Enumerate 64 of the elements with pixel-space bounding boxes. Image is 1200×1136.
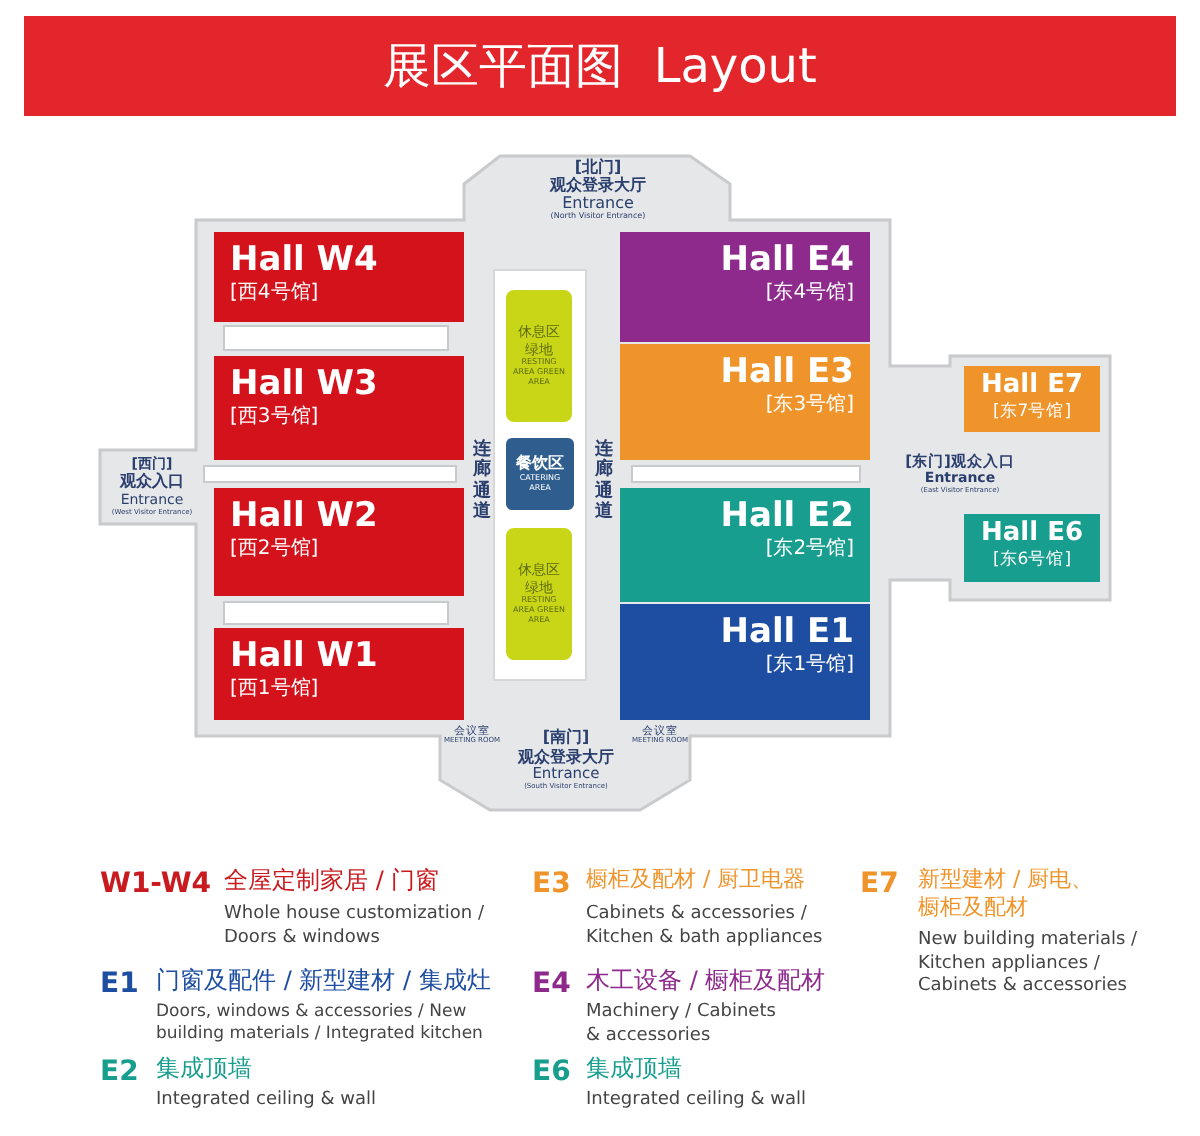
corridor-label: 连廊通道 (472, 440, 492, 523)
category-zh: 新型建材 / 厨电、橱柜及配材 (918, 866, 1096, 924)
hall-code: E6 (532, 1054, 571, 1091)
hall-name: Hall E6 (978, 518, 1086, 548)
hall-code: E3 (532, 866, 571, 903)
entrance-label: [南门] (542, 728, 590, 748)
category-zh: 集成顶墙 (586, 1054, 682, 1086)
resting-area (506, 528, 572, 660)
hall-subtitle: [东2号馆] (763, 538, 854, 562)
title: 展区平面图 Layout (383, 36, 817, 98)
hall-block (964, 514, 1100, 582)
hall-name: Hall W1 (230, 636, 380, 677)
hall-block (214, 232, 464, 322)
category-zh: 集成顶墙 (156, 1054, 252, 1086)
hall-subtitle: [西2号馆] (230, 538, 321, 562)
category-en: Integrated ceiling & wall (586, 1090, 809, 1114)
hall-block (214, 628, 464, 720)
category-zh: 全屋定制家居 / 门窗 (224, 866, 440, 898)
hall-name: Hall E4 (718, 240, 854, 281)
hall-subtitle: [东7号馆] (990, 400, 1074, 424)
hall-code: E2 (100, 1054, 139, 1091)
hall-subtitle: [东6号馆] (990, 548, 1074, 572)
hall-subtitle: [西4号馆] (230, 282, 321, 306)
category-zh: 门窗及配件 / 新型建材 / 集成灶 (156, 966, 491, 998)
hall-name: Hall W3 (230, 364, 380, 405)
hall-subtitle: [东3号馆] (763, 394, 854, 418)
hall-block (214, 488, 464, 596)
hall-name: Hall E1 (718, 612, 854, 653)
hall-block (620, 232, 870, 342)
hall-name: Hall E7 (978, 370, 1086, 400)
hall-subtitle: [东1号馆] (763, 654, 854, 678)
entrance-label: 观众入口 (120, 472, 184, 492)
entrance-label: [北门] (574, 157, 622, 176)
hall-subtitle: [西1号馆] (230, 678, 321, 702)
hall-name: Hall E3 (718, 352, 854, 393)
corridor-label: 连廊通道 (594, 440, 614, 523)
category-en: Integrated ceiling & wall (156, 1090, 379, 1114)
category-zh: 木工设备 / 橱柜及配材 (586, 966, 826, 998)
hall-code: E7 (860, 866, 899, 903)
entrance-label: 观众登录大厅 (518, 747, 614, 766)
hall-code: W1-W4 (100, 866, 212, 903)
hall-block (964, 366, 1100, 432)
hall-block (620, 488, 870, 602)
entrance-label: 观众登录大厅 (550, 176, 646, 195)
hall-name: Hall W2 (230, 496, 380, 537)
category-en: New building materials / Kitchen appliances / Cabinets & accessories (918, 930, 1140, 1001)
hall-code: E4 (532, 966, 571, 1003)
resting-area (506, 290, 572, 422)
hall-block (620, 604, 870, 720)
hall-subtitle: [西3号馆] (230, 406, 321, 430)
hall-code: E1 (100, 966, 139, 1003)
entrance-label: Entrance (562, 194, 634, 213)
hall-name: Hall W4 (230, 240, 380, 281)
hall-block (214, 356, 464, 460)
category-en: Cabinets & accessories / Kitchen & bath appliances (586, 904, 825, 951)
category-en: Machinery / Cabinets & accessories (586, 1002, 778, 1049)
category-zh: 橱柜及配材 / 厨卫电器 (586, 866, 806, 895)
hall-block (620, 344, 870, 460)
catering-area (506, 438, 574, 510)
hall-subtitle: [东4号馆] (763, 282, 854, 306)
category-en: Whole house customization / Doors & windows (224, 904, 487, 951)
hall-name: Hall E2 (718, 496, 854, 537)
area-label: 餐饮区 (514, 454, 566, 474)
category-en: Doors, windows & accessories / New building materials / Integrated kitchen (156, 1002, 485, 1047)
